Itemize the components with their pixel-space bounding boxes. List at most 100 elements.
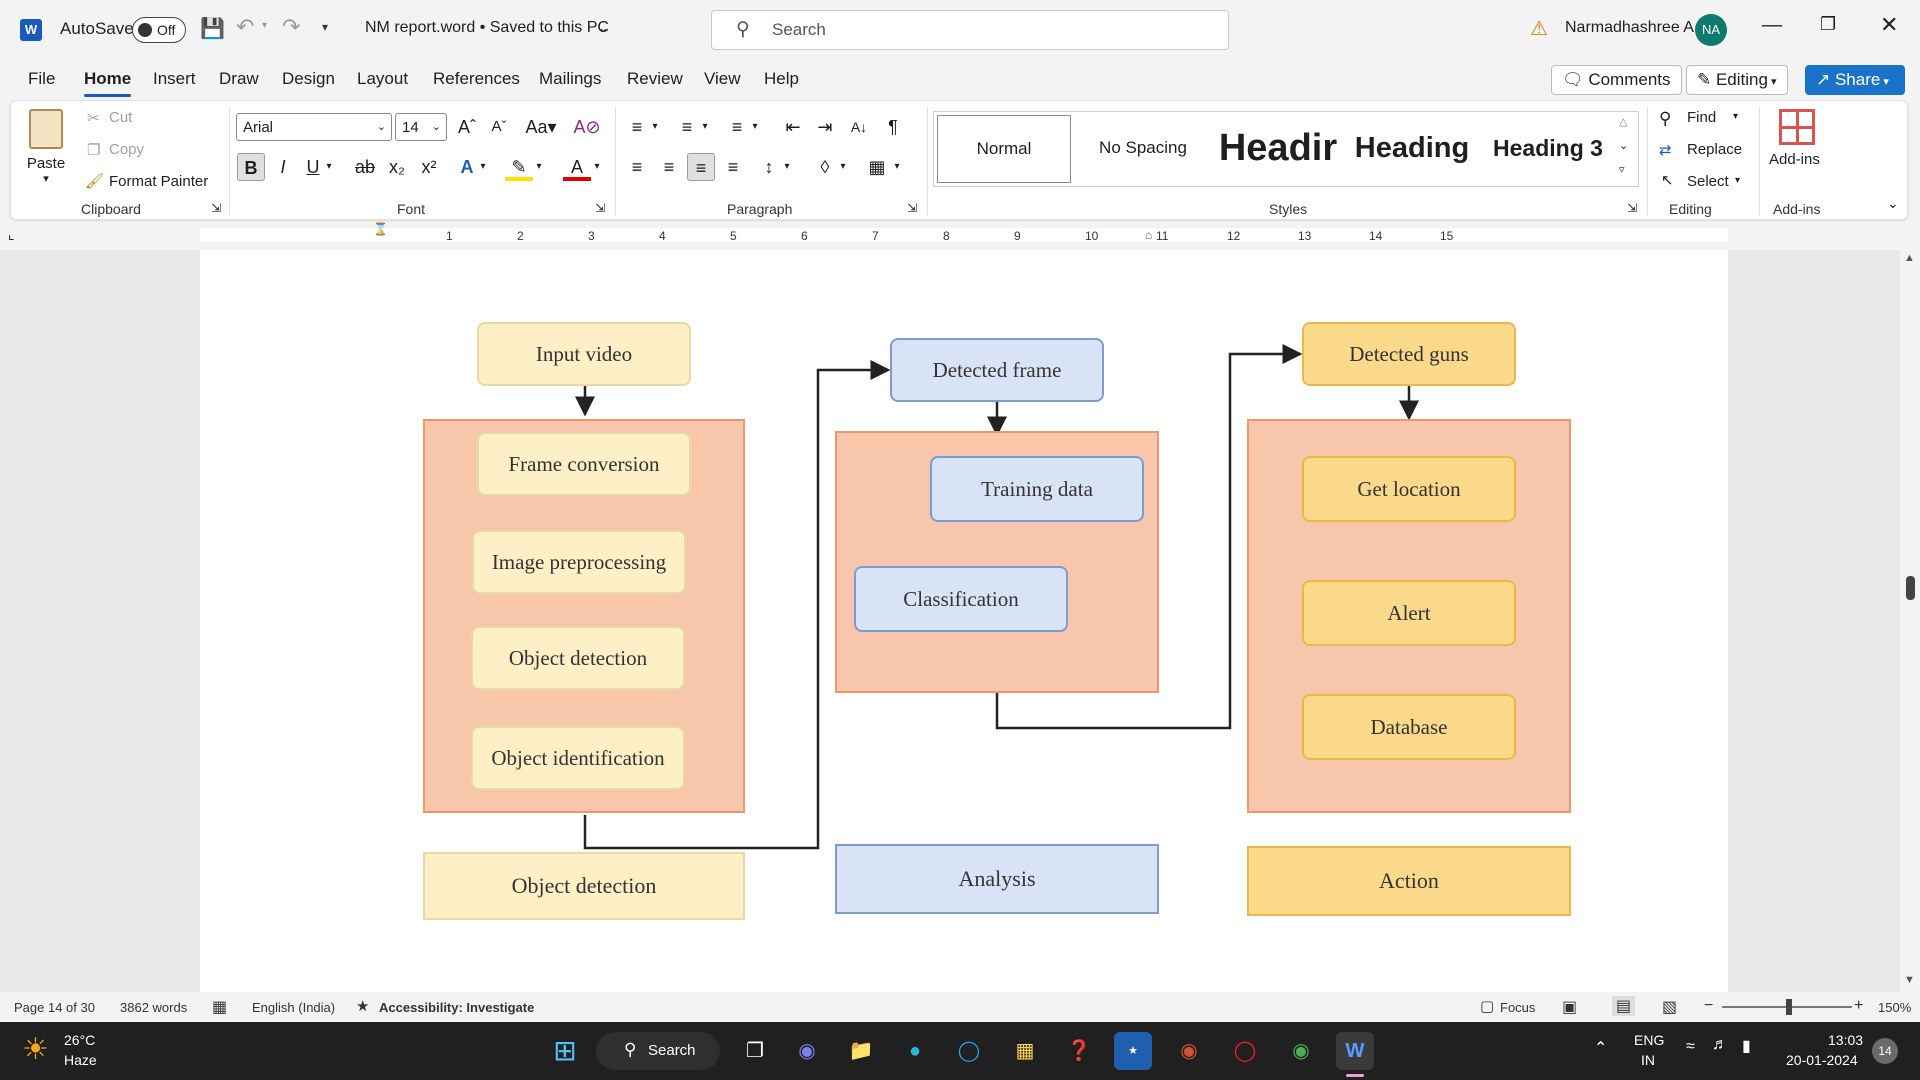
tray-overflow-icon[interactable]: ⌃ [1594, 1040, 1608, 1057]
clipboard-launcher-icon[interactable]: ⇲ [211, 201, 222, 215]
italic-icon[interactable]: I [280, 157, 286, 177]
clock-date[interactable]: 20-01-2024 [1786, 1052, 1858, 1068]
edge-browser-icon[interactable]: ● [908, 1040, 922, 1062]
strikethrough-icon[interactable]: ab [354, 157, 376, 177]
battery-icon[interactable]: ▮ [1742, 1038, 1751, 1055]
borders-dropdown-icon[interactable]: ▾ [894, 161, 900, 172]
bullets-icon[interactable]: ≡ [631, 117, 643, 137]
styles-launcher-icon[interactable]: ⇲ [1627, 201, 1638, 215]
text-effects-icon[interactable]: A [460, 157, 474, 177]
powerpoint-icon[interactable]: ◉ [1180, 1040, 1198, 1062]
superscript-icon[interactable]: x² [421, 157, 437, 177]
find-dropdown-icon[interactable]: ▾ [1733, 111, 1739, 122]
task-view-icon[interactable]: ❐ [746, 1040, 764, 1062]
tab-help[interactable]: Help [764, 69, 799, 88]
tab-design[interactable]: Design [282, 69, 335, 88]
word-count[interactable]: 3862 words [120, 1000, 188, 1015]
font-color-dropdown-icon[interactable]: ▾ [594, 161, 600, 172]
bold-icon[interactable]: B [237, 153, 265, 181]
find-button[interactable]: Find [1687, 109, 1717, 126]
underline-icon[interactable]: U [306, 157, 320, 177]
tab-mailings[interactable]: Mailings [539, 69, 602, 88]
tab-draw[interactable]: Draw [219, 69, 259, 88]
share-button[interactable]: ↗ Share ▾ [1805, 65, 1905, 95]
highlight-icon[interactable]: ✎ [505, 153, 533, 181]
scroll-thumb[interactable] [1906, 576, 1915, 600]
change-case-icon[interactable]: Aa▾ [525, 117, 557, 137]
borders-icon[interactable]: ▦ [868, 157, 886, 177]
lang-line-2[interactable]: IN [1641, 1052, 1655, 1068]
tab-stop-selector-icon[interactable]: ⌞ [8, 226, 15, 242]
line-spacing-icon[interactable]: ↕ [764, 157, 774, 177]
style-normal[interactable]: Normal [937, 115, 1071, 183]
style-heading-3[interactable]: Heading 3 [1481, 113, 1615, 183]
store-icon[interactable]: ▦ [1015, 1040, 1035, 1062]
tab-file[interactable]: File [28, 69, 56, 88]
myhp-app-icon[interactable]: ★ [1114, 1032, 1152, 1070]
cut-button[interactable]: Cut [109, 109, 133, 126]
page-count[interactable]: Page 14 of 30 [14, 1000, 95, 1015]
font-color-icon[interactable]: A [563, 153, 591, 181]
warning-icon[interactable]: ⚠ [1530, 18, 1548, 40]
undo-dropdown-icon[interactable]: ▾ [262, 20, 268, 31]
editing-mode-button[interactable]: ✎ Editing ▾ [1686, 65, 1788, 95]
search-box[interactable]: ⚲ Search [711, 10, 1229, 50]
sort-icon[interactable]: A↓ [850, 119, 868, 135]
styles-scroll-up-icon[interactable]: △ [1619, 116, 1628, 128]
align-left-icon[interactable]: ≡ [631, 157, 643, 177]
clock-time[interactable]: 13:03 [1828, 1032, 1864, 1048]
justify-icon[interactable]: ≡ [727, 157, 739, 177]
numbering-icon[interactable]: ≡ [681, 117, 693, 137]
start-windows-icon[interactable]: ⊞ [553, 1035, 577, 1066]
file-explorer-icon[interactable]: 📁 [848, 1040, 874, 1062]
increase-indent-icon[interactable]: ⇥ [817, 117, 833, 137]
weather-text[interactable]: Haze [64, 1052, 97, 1068]
decrease-indent-icon[interactable]: ⇤ [785, 117, 801, 137]
shading-icon[interactable]: ◊ [820, 157, 830, 177]
user-name[interactable]: Narmadhashree A [1565, 19, 1694, 36]
title-chevron-down-icon[interactable]: ⌄ [598, 20, 609, 35]
grow-font-icon[interactable]: Aˆ [458, 117, 476, 137]
word-taskbar-icon[interactable]: W [1336, 1032, 1374, 1070]
close-icon[interactable]: ✕ [1880, 12, 1899, 37]
comments-button[interactable]: 🗨 Comments [1551, 65, 1682, 95]
lang-line-1[interactable]: ENG [1634, 1032, 1665, 1048]
paragraph-launcher-icon[interactable]: ⇲ [907, 201, 918, 215]
taskbar-search-button[interactable]: ⚲ Search [596, 1032, 720, 1070]
style-heading-2[interactable]: Heading [1345, 113, 1479, 183]
web-layout-icon[interactable]: ▧ [1662, 999, 1678, 1016]
font-name-combo[interactable]: Arial⌄ [236, 113, 392, 141]
document-page[interactable]: Input video Frame conversion Image prepr… [200, 250, 1728, 992]
tab-layout[interactable]: Layout [357, 69, 409, 88]
shrink-font-icon[interactable]: Aˇ [491, 118, 507, 135]
accessibility-status[interactable]: Accessibility: Investigate [379, 1000, 535, 1015]
avatar[interactable]: NA [1695, 14, 1727, 46]
scroll-down-icon[interactable]: ▼ [1904, 974, 1915, 986]
right-indent-marker-icon[interactable]: ⌂ [1145, 228, 1153, 242]
meet-app-icon[interactable]: ◉ [798, 1040, 816, 1062]
font-launcher-icon[interactable]: ⇲ [595, 201, 606, 215]
tab-insert[interactable]: Insert [153, 69, 196, 88]
select-button[interactable]: Select [1687, 173, 1729, 190]
minimize-icon[interactable]: — [1762, 14, 1782, 36]
collapse-ribbon-icon[interactable]: ⌄ [1887, 195, 1899, 211]
styles-scroll-down-icon[interactable]: ⌄ [1619, 140, 1629, 152]
replace-button[interactable]: Replace [1687, 141, 1743, 158]
format-painter-button[interactable]: Format Painter [109, 173, 209, 190]
customize-toolbar-icon[interactable]: ▾ [322, 20, 329, 34]
opera-icon[interactable]: ◯ [1233, 1040, 1257, 1062]
tab-home[interactable]: Home [84, 69, 132, 97]
language-indicator[interactable]: English (India) [252, 1000, 336, 1015]
indent-marker-icon[interactable]: ⌛ [373, 222, 388, 236]
styles-more-icon[interactable]: ▿ [1619, 164, 1625, 176]
tab-view[interactable]: View [704, 69, 741, 88]
subscript-icon[interactable]: x₂ [389, 157, 405, 177]
chrome-icon[interactable]: ◉ [1292, 1040, 1310, 1062]
vertical-scrollbar[interactable]: ▲ ▼ [1900, 250, 1920, 992]
line-spacing-dropdown-icon[interactable]: ▾ [784, 161, 790, 172]
weather-temp[interactable]: 26°C [64, 1032, 96, 1048]
read-mode-icon[interactable]: ▣ [1562, 999, 1578, 1016]
multilevel-list-icon[interactable]: ≡ [731, 117, 743, 137]
text-effects-dropdown-icon[interactable]: ▾ [480, 161, 486, 172]
